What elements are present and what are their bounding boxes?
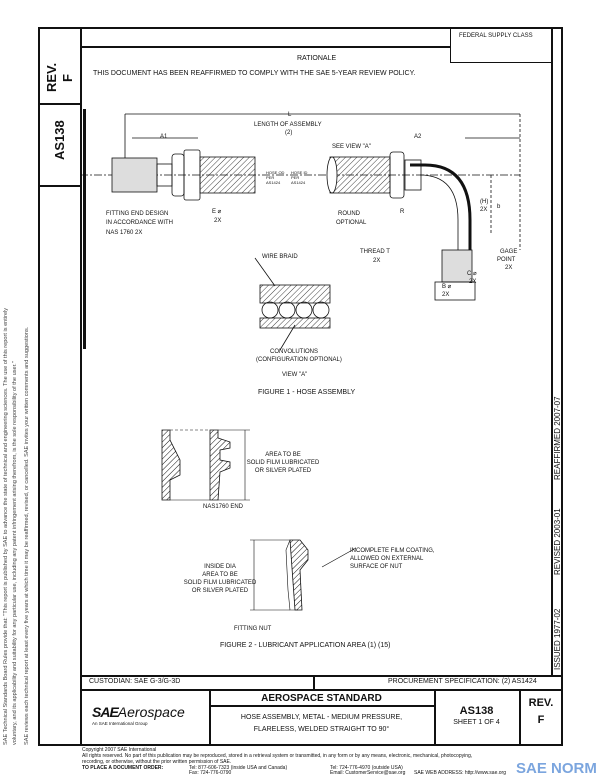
sheet-number: SHEET 1 OF 4 [453, 719, 500, 726]
label-b-2x: 2X [442, 292, 450, 298]
leader-line [321, 547, 357, 568]
divider [519, 690, 521, 746]
label-convolutions-2: (CONFIGURATION OPTIONAL) [256, 357, 342, 363]
label-round: ROUND [338, 211, 360, 217]
label-point: POINT [497, 257, 516, 263]
label-length: LENGTH OF ASSEMBLY [254, 122, 322, 128]
tel-2: Tel: 724-776-4970 (outside USA) [330, 765, 403, 771]
label-hose-id: HOSE ID PER AS1424 [291, 170, 308, 185]
custodian: CUSTODIAN: SAE G-3/G-3D [89, 678, 181, 685]
revised-date: REVISED 2003-01 [553, 508, 562, 575]
email: Email: CustomerService@sae.org [330, 770, 406, 776]
divider [209, 690, 211, 746]
label-gage-2x: 2X [505, 265, 513, 271]
label-wire-braid: WIRE BRAID [262, 254, 298, 260]
label-b: b [497, 204, 501, 210]
federal-supply-class-box: FEDERAL SUPPLY CLASS [450, 27, 551, 63]
label-fitting-end-2: IN ACCORDANCE WITH [106, 220, 174, 226]
logo-aerospace: Aerospace [117, 704, 185, 720]
title-line-1: HOSE ASSEMBLY, METAL - MEDIUM PRESSURE, [240, 714, 403, 721]
fig2-area-2: SOLID FILM LUBRICATED [246, 460, 320, 466]
sae-aerospace-logo: SAEAerospace An SAE International Group [92, 704, 185, 726]
label-fitting-end: FITTING END DESIGN [106, 211, 169, 217]
fax: Fax: 724-776-0790 [189, 770, 232, 776]
reaffirmed-date: REAFFIRMED 2007-07 [553, 396, 562, 480]
sae-norm-watermark: SAE NORM [516, 760, 597, 777]
label-h-2x: 2X [480, 207, 488, 213]
divider [80, 675, 563, 677]
right-strip-divider [551, 27, 553, 675]
label-thread-2x: 2X [373, 258, 381, 264]
fig2-fitting-nut: FITTING NUT [234, 626, 272, 632]
label-l: L [288, 112, 292, 118]
rev-value-block: F [537, 714, 545, 726]
fig2-inside-1: INSIDE DIA [204, 564, 236, 570]
label-h: (H) [480, 199, 489, 205]
rationale-title: RATIONALE [297, 55, 337, 62]
order-label: TO PLACE A DOCUMENT ORDER: [82, 765, 164, 771]
margin-notice-3: SAE reviews each technical report at lea… [24, 326, 30, 745]
rev-value: F [60, 74, 75, 82]
label-view-a: VIEW "A" [282, 372, 308, 378]
web-address: SAE WEB ADDRESS: http://www.sae.org [414, 770, 506, 776]
margin-notice-1: SAE Technical Standards Board Rules prov… [3, 307, 9, 745]
fig2-area-1: AREA TO BE [265, 452, 301, 458]
label-b-dia: B ⌀ [442, 284, 452, 290]
label-a2: A2 [414, 134, 422, 140]
label-c-2x: 2X [469, 279, 477, 285]
copyright: Copyright 2007 SAE International [82, 747, 157, 753]
rights-1: All rights reserved. No part of this pub… [82, 753, 473, 759]
divider [38, 103, 80, 105]
revision-bar [83, 109, 86, 349]
divider [434, 690, 436, 746]
label-see-view: SEE VIEW "A" [332, 144, 371, 150]
rev-label: REV. [44, 62, 59, 92]
fig2-inside-4: OR SILVER PLATED [191, 588, 249, 594]
header-divider [80, 46, 450, 48]
label-optional: OPTIONAL [336, 220, 367, 226]
label-thread: THREAD T [360, 249, 390, 255]
fig2-nas-end: NAS1760 END [203, 504, 244, 510]
divider [209, 705, 434, 707]
doc-number: AS138 [459, 705, 494, 717]
rights-2: recording, or otherwise, without the pri… [82, 759, 232, 765]
figure1-hose-assembly [80, 113, 521, 351]
label-convolutions: CONVOLUTIONS [270, 349, 319, 355]
figure1-caption: FIGURE 1 - HOSE ASSEMBLY [258, 389, 356, 396]
label-a1: A1 [160, 134, 168, 140]
rationale-text: THIS DOCUMENT HAS BEEN REAFFIRMED TO COM… [93, 70, 416, 77]
drawing-frame [38, 27, 563, 746]
logo-tagline: An SAE International Group [92, 721, 148, 726]
label-e-dia: E ⌀ [212, 209, 222, 215]
label-hose-od: HOSE OD PER AS1424 [266, 170, 285, 185]
divider [38, 185, 80, 187]
title-line-2: FLARELESS, WELDED STRAIGHT TO 90° [253, 726, 390, 733]
tel-1: Tel: 877-606-7323 (inside USA and Canada… [189, 765, 288, 771]
logo-sae: SAE [92, 704, 119, 720]
label-e-2x: 2X [214, 218, 222, 224]
issued-date: ISSUED 1977-02 [553, 608, 562, 670]
fig2-inside-3: SOLID FILM LUBRICATED [183, 580, 257, 586]
label-length-sub: (2) [285, 130, 293, 136]
rev-label-block: REV. [528, 697, 554, 709]
divider [80, 689, 563, 691]
doc-number-side: AS138 [52, 120, 67, 160]
margin-notice-2: voluntary, and its applicability and sui… [12, 361, 18, 745]
fig2-incomplete-3: SURFACE OF NUT [350, 564, 403, 570]
fig2-inside-2: AREA TO BE [202, 572, 238, 578]
fig2-area-3: OR SILVER PLATED [254, 468, 312, 474]
figure2-lubricant-area [161, 429, 309, 611]
divider [313, 675, 315, 689]
label-r: R [400, 209, 405, 215]
procurement-spec: PROCUREMENT SPECIFICATION: (2) AS1424 [388, 678, 537, 685]
left-column-divider [80, 27, 82, 746]
figure2-caption: FIGURE 2 - LUBRICANT APPLICATION AREA (1… [220, 642, 391, 649]
aerospace-standard: AEROSPACE STANDARD [261, 693, 382, 704]
fig2-incomplete-1: INCOMPLETE FILM COATING, [350, 548, 435, 554]
label-fitting-end-3: NAS 1760 2X [106, 230, 143, 236]
fig2-incomplete-2: ALLOWED ON EXTERNAL [350, 556, 424, 562]
federal-supply-class: FEDERAL SUPPLY CLASS [459, 33, 533, 39]
label-c-dia: C ⌀ [467, 271, 477, 277]
label-gage: GAGE [500, 249, 518, 255]
